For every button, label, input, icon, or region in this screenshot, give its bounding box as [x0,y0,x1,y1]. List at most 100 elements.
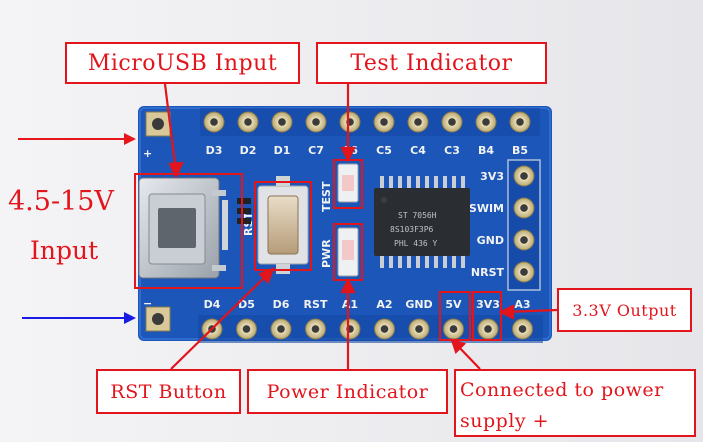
test-led [337,163,359,203]
top-header-pins [200,108,540,136]
chip-pin [425,256,429,268]
silk-minus: − [143,297,152,310]
chip-pin [380,176,384,188]
right-header-pins [507,159,541,291]
silk-label-top: B4 [478,144,494,157]
leader-pwr-head [340,277,356,294]
power-led [337,227,359,277]
header-pad [270,318,292,340]
silk-label-bottom: GND [405,298,432,311]
silk-label-top: C5 [376,144,392,157]
header-pad [441,111,463,133]
silk-label-top: C7 [308,144,324,157]
corner-pads [145,111,171,332]
smd-resistors [237,198,251,224]
chip-pin [398,256,402,268]
header-pad [305,318,326,340]
silk-label-bottom: 3V3 [476,298,500,311]
chip-pin [461,176,465,188]
chip-pin [452,176,456,188]
chip-pin [416,256,420,268]
vin-arrow [18,133,136,145]
chip-pin [425,176,429,188]
label-input: Input [30,236,99,265]
header-pad [236,318,257,340]
silk-label-right: NRST [471,266,505,279]
header-pad [513,261,535,283]
label-voltage-range: 4.5-15V [8,186,114,217]
reset-button-component [257,176,309,274]
header-pad [512,318,533,340]
silk-label-bottom: A3 [514,298,530,311]
chip-line-1: ST 7056H [398,211,437,220]
header-pad [509,111,531,133]
silk-pwr: PWR [320,239,333,268]
highlight-usb [134,173,243,289]
silk-label-top: B5 [512,144,528,157]
chip-pin [416,176,420,188]
silk-label-right: GND [477,234,504,247]
callout-rst-button: RST Button [96,369,241,414]
header-pad [443,318,464,340]
leader-rst [170,271,271,370]
header-pad [408,318,430,340]
callout-microusb-input: MicroUSB Input [65,42,300,84]
silk-label-right: SWIM [469,202,504,215]
silk-label-bottom: A2 [376,298,392,311]
callout-3v3-output: 3.3V Output [557,288,692,332]
header-pad [475,111,497,133]
leader-usb-head [168,161,184,179]
silk-plus: + [143,147,152,160]
leader-test-head [340,146,356,163]
header-pad [271,111,293,133]
chip-pin [380,256,384,268]
header-pad [339,111,361,133]
silk-label-bottom: D4 [204,298,221,311]
chip-line-3: PHL 436 Y [394,239,438,248]
header-pad [513,165,535,187]
chip-pin [389,256,393,268]
chip-dot [381,197,387,203]
highlight-3v3 [472,291,502,341]
silk-label-bottom: D6 [273,298,290,311]
chip-pin [407,176,411,188]
header-pad [305,111,327,133]
bottom-header-pins [198,315,543,343]
silk-label-bottom: RST [304,298,328,311]
silk-label-right: 3V3 [480,170,504,183]
microusb-connector [138,177,228,279]
header-pad [513,229,535,251]
chip-pin [434,256,438,268]
leader-usb [163,83,178,173]
leader-rst-head [258,267,275,284]
silk-label-top: D3 [206,144,223,157]
leader-3v3-head [498,304,515,320]
callout-connected-power: Connected to power supply + [454,369,696,437]
stm8-chip [374,176,470,268]
silk-label-top: D1 [274,144,291,157]
callout-test-indicator: Test Indicator [316,42,547,84]
chip-pin [407,256,411,268]
highlight-rst [254,181,312,271]
header-pad [477,318,499,340]
silk-label-bottom: D5 [238,298,255,311]
leader-lines [163,83,558,370]
gnd-arrow [22,312,136,324]
chip-pin [434,176,438,188]
silk-test: TEST [320,181,333,212]
top-pin-labels: D3D2D1C7C6C5C4C3B4B5 [206,144,528,157]
highlight-boxes [134,159,502,341]
header-pad [203,111,225,133]
silk-label-bottom: 5V [445,298,462,311]
header-pad [513,197,535,219]
chip-pin [452,256,456,268]
header-pad [407,111,429,133]
chip-pin [398,176,402,188]
silk-label-top: C3 [444,144,460,157]
header-pad [339,318,361,340]
silk-label-top: C4 [410,144,426,157]
chip-pin [443,256,447,268]
leader-5v-head [450,338,467,355]
